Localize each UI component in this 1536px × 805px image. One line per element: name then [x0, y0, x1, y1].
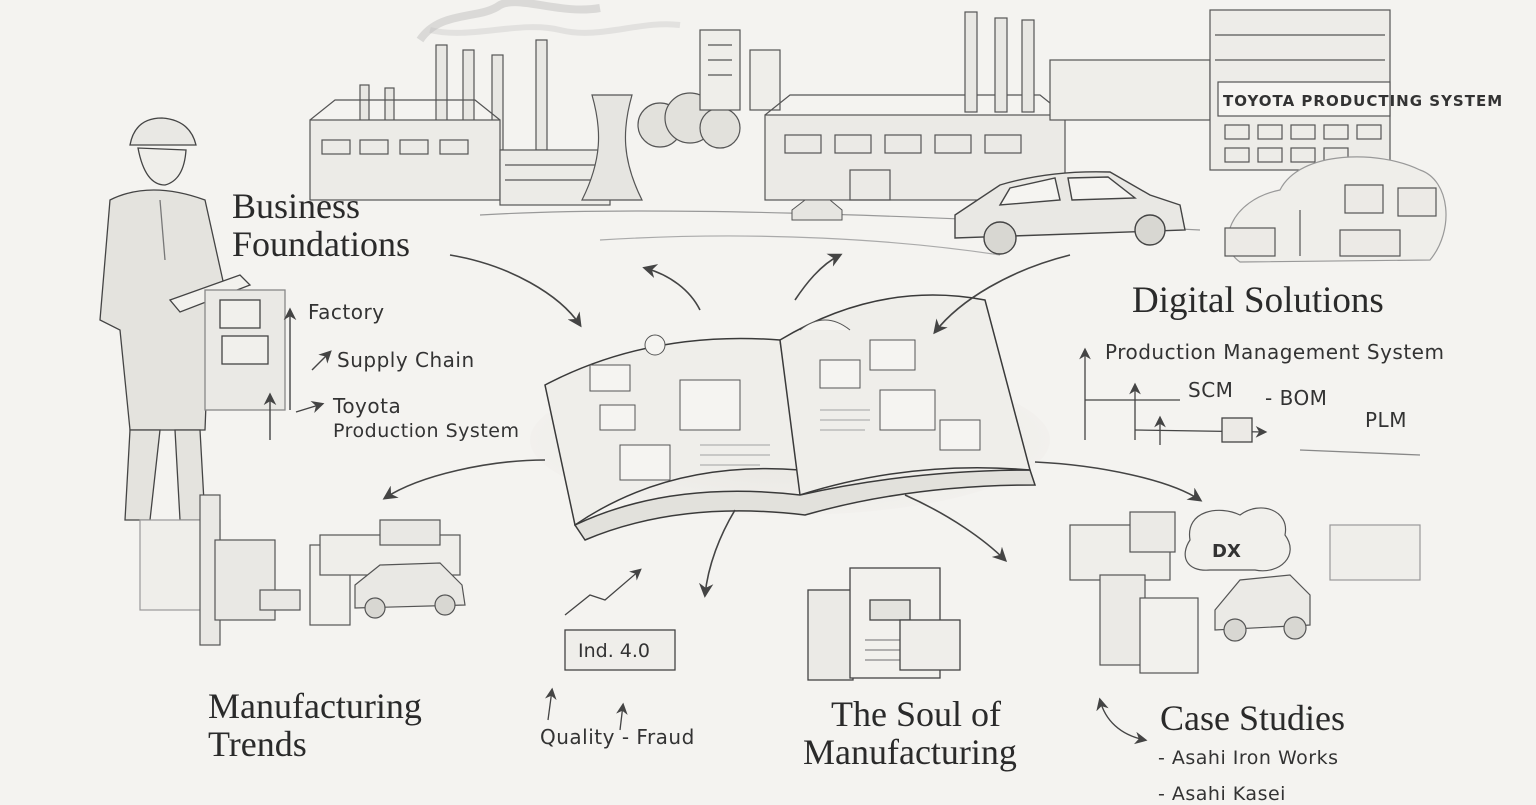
ds-item-bom: - BOM	[1265, 386, 1327, 410]
business-foundations-title: Business Foundations	[232, 188, 410, 264]
quality-fraud-caption: Quality - Fraud	[540, 725, 695, 749]
business-foundations-title-line1: Business	[232, 188, 410, 226]
bf-item-supply-chain: Supply Chain	[337, 348, 475, 372]
computer-station	[1225, 157, 1446, 262]
bf-item-production-system: Production System	[333, 420, 519, 442]
case-studies-scene	[1070, 508, 1420, 673]
manufacturing-trends-title: Manufacturing Trends	[208, 688, 422, 764]
business-foundations-title-line2: Foundations	[232, 226, 410, 264]
ds-item-scm: SCM	[1188, 378, 1233, 402]
toyota-factory-sign: TOYOTA PRODUCTING SYSTEM	[1223, 92, 1503, 110]
case-item-asahi-kasei: - Asahi Kasei	[1158, 783, 1286, 805]
soul-of-manufacturing-title: The Soul of Manufacturing	[803, 696, 1017, 772]
dx-cloud-label: DX	[1212, 541, 1241, 562]
factory-skyline	[310, 2, 1390, 255]
soul-books	[808, 568, 960, 680]
soul-line2: Manufacturing	[803, 734, 1017, 772]
manufacturing-trends-line1: Manufacturing	[208, 688, 422, 726]
digital-solutions-title: Digital Solutions	[1132, 282, 1384, 321]
case-studies-title: Case Studies	[1160, 700, 1345, 738]
soul-line1: The Soul of	[803, 696, 1017, 734]
bf-item-toyota: Toyota	[333, 394, 401, 418]
case-arrows	[1100, 700, 1145, 740]
small-car-top	[792, 200, 842, 220]
ds-item-pms: Production Management System	[1105, 340, 1444, 364]
ind40-label: Ind. 4.0	[578, 640, 650, 662]
bf-item-factory: Factory	[308, 300, 385, 324]
digital-flow-lines	[1085, 350, 1420, 455]
engineer-figure	[100, 118, 285, 520]
ds-item-plm: PLM	[1365, 408, 1407, 432]
open-book	[530, 295, 1050, 540]
case-item-asahi-iron: - Asahi Iron Works	[1158, 747, 1339, 769]
manufacturing-trends-line2: Trends	[208, 726, 422, 764]
